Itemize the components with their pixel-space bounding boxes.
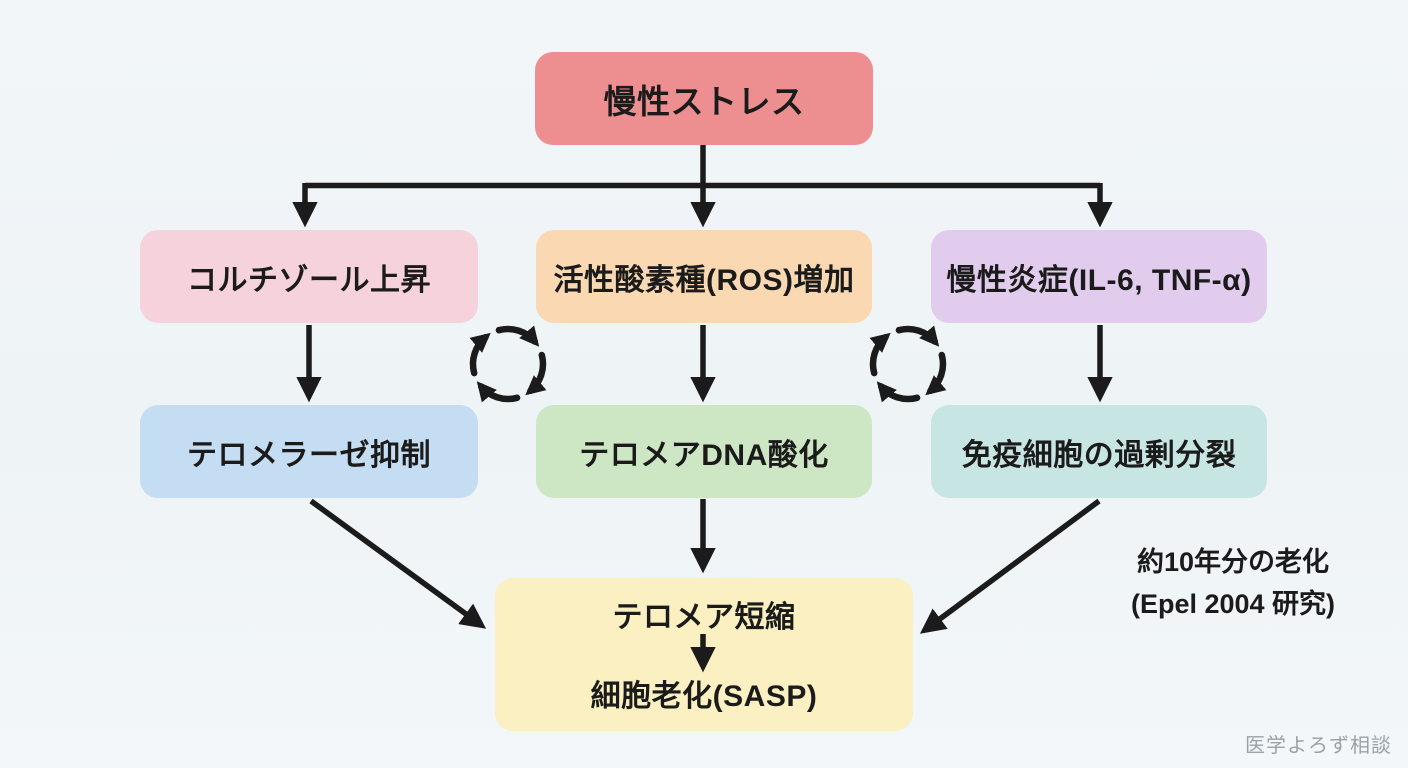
cycle-arrows-icon <box>469 325 547 403</box>
node-immune-cell-overdivision: 免疫細胞の過剰分裂 <box>931 405 1267 498</box>
aging-annotation: 約10年分の老化 (Epel 2004 研究) <box>1088 542 1378 626</box>
watermark-label: 医学よろず相談 <box>1245 735 1392 757</box>
node-telomere-shortening-label: テロメア短縮 <box>612 601 796 634</box>
node-telomere-dna-oxidation-label: テロメアDNA酸化 <box>579 438 829 472</box>
aging-annotation-line2: (Epel 2004 研究) <box>1130 588 1336 619</box>
node-ros-increase: 活性酸素種(ROS)増加 <box>536 230 872 323</box>
arrow-telomerase-to-outcome <box>309 498 487 629</box>
node-outcome: テロメア短縮 細胞老化(SASP) <box>495 578 913 731</box>
node-cortisol-rise: コルチゾール上昇 <box>140 230 478 323</box>
node-chronic-stress: 慢性ストレス <box>535 52 873 145</box>
node-chronic-inflammation: 慢性炎症(IL-6, TNF-α) <box>931 230 1267 323</box>
cycle-arrows-icon <box>869 325 947 403</box>
node-telomere-dna-oxidation: テロメアDNA酸化 <box>536 405 872 498</box>
node-telomerase-inhibition: テロメラーゼ抑制 <box>140 405 478 498</box>
node-telomerase-inhibition-label: テロメラーゼ抑制 <box>187 438 431 472</box>
node-immune-cell-overdivision-label: 免疫細胞の過剰分裂 <box>961 438 1237 472</box>
node-chronic-inflammation-label: 慢性炎症(IL-6, TNF-α) <box>946 263 1252 297</box>
node-chronic-stress-label: 慢性ストレス <box>603 82 805 120</box>
arrow-immune-to-outcome <box>919 498 1101 634</box>
node-cellular-senescence-label: 細胞老化(SASP) <box>590 680 818 713</box>
node-ros-increase-label: 活性酸素種(ROS)増加 <box>553 263 855 297</box>
node-cortisol-rise-label: コルチゾール上昇 <box>187 263 431 297</box>
aging-annotation-line1: 約10年分の老化 <box>1136 547 1330 577</box>
